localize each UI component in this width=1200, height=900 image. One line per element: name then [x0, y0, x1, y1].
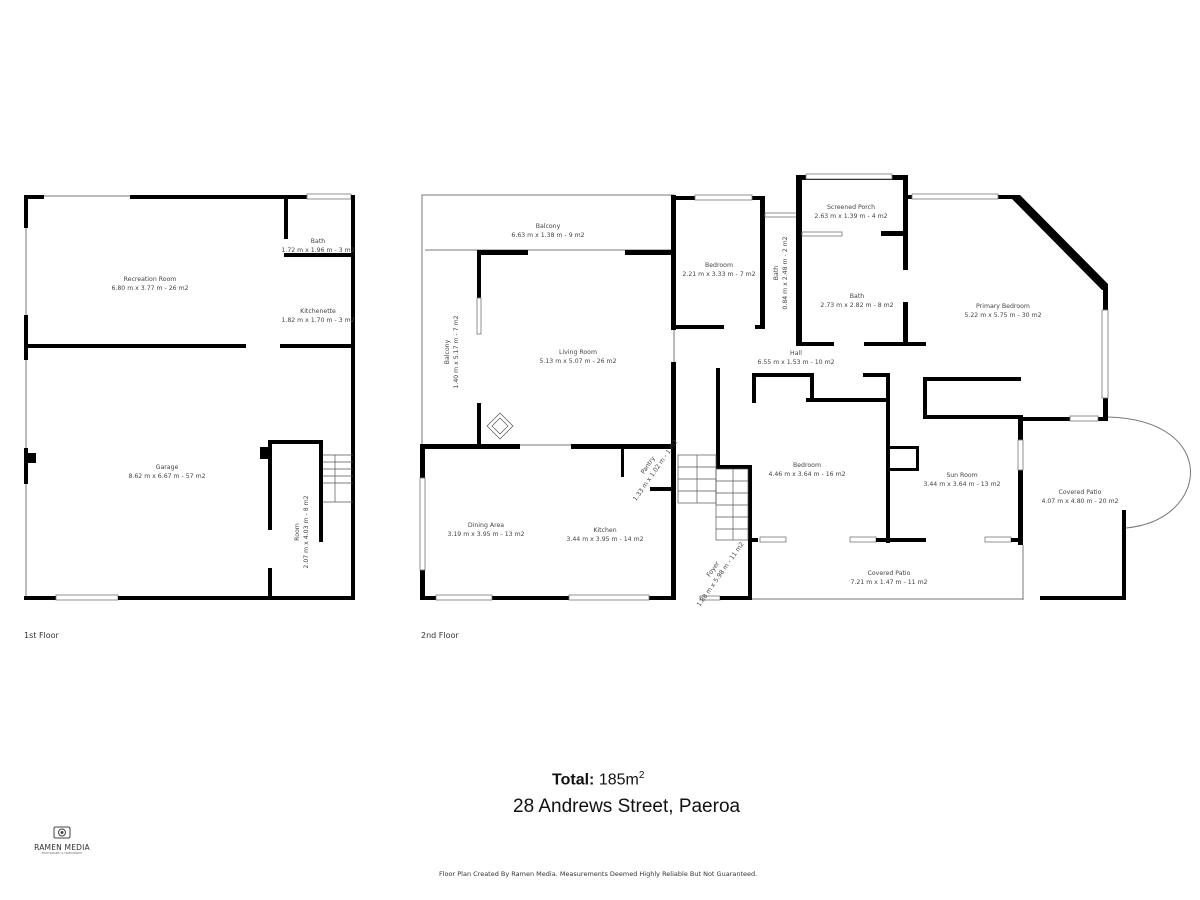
- total-value: 185m: [598, 771, 639, 789]
- camera-icon: [53, 826, 71, 839]
- room-name: Room: [294, 523, 301, 541]
- room-name: Recreation Room: [123, 276, 177, 283]
- room-label-primary-bedroom: Primary Bedroom 5.22 m x 5.75 m - 30 m2: [964, 302, 1041, 320]
- room-dimensions: 3.44 m x 3.95 m - 14 m2: [566, 536, 644, 543]
- room-dimensions: 7.21 m x 1.47 m - 11 m2: [850, 579, 928, 586]
- room-name: Bedroom: [704, 262, 733, 269]
- room-dimensions: 2.07 m x 4.03 m - 8 m2: [303, 495, 310, 569]
- fireplace-icon: [486, 412, 514, 440]
- floor-label-2nd: 2nd Floor: [421, 631, 459, 640]
- room-name: Living Room: [559, 349, 597, 356]
- room-name: Garage: [155, 464, 179, 471]
- room-name: Kitchenette: [300, 308, 336, 315]
- room-label-dining-area: Dining Area 3.19 m x 3.95 m - 13 m2: [447, 521, 524, 539]
- room-dimensions: 6.80 m x 3.77 m - 26 m2: [111, 285, 189, 292]
- logo-tagline: PHOTOGRAPHY & VIDEOGRAPHY: [41, 852, 83, 855]
- ramen-media-logo: RAMEN MEDIA PHOTOGRAPHY & VIDEOGRAPHY: [28, 824, 96, 855]
- room-dimensions: 8.62 m x 6.67 m - 57 m2: [128, 473, 206, 480]
- logo-name: RAMEN MEDIA: [34, 843, 90, 852]
- room-name: Primary Bedroom: [976, 303, 1030, 310]
- room-label-covered-patio-front: Covered Patio 7.21 m x 1.47 m - 11 m2: [850, 569, 927, 587]
- property-address: 28 Andrews Street, Paeroa: [513, 796, 741, 817]
- room-dimensions: 5.13 m x 5.07 m - 26 m2: [539, 358, 617, 365]
- room-name: Balcony: [535, 223, 561, 230]
- room-dimensions: 0.84 m x 2.48 m - 2 m2: [782, 236, 789, 310]
- room-dimensions: 1.40 m x 5.17 m - 7 m2: [453, 315, 460, 389]
- room-name: Hall: [790, 350, 802, 357]
- total-area: Total: 185m2: [552, 770, 644, 789]
- second-floor-walls: [419, 173, 1191, 601]
- room-label-sun-room: Sun Room 3.44 m x 3.64 m - 13 m2: [923, 471, 1000, 489]
- room-name: Balcony: [444, 339, 451, 365]
- room-dimensions: 1.72 m x 1.96 m - 3 m2: [281, 247, 355, 254]
- room-dimensions: 3.19 m x 3.95 m - 13 m2: [447, 531, 525, 538]
- room-label-recreation-room: Recreation Room 6.80 m x 3.77 m - 26 m2: [111, 275, 188, 293]
- floor-label-1st: 1st Floor: [24, 631, 59, 640]
- room-dimensions: 2.21 m x 3.33 m - 7 m2: [682, 271, 756, 278]
- room-name: Screened Porch: [826, 204, 876, 211]
- room-label-balcony-top: Balcony 6.63 m x 1.38 m - 9 m2: [511, 222, 584, 240]
- disclaimer-footer: Floor Plan Created By Ramen Media. Measu…: [439, 870, 758, 878]
- room-dimensions: 4.46 m x 3.64 m - 16 m2: [768, 471, 846, 478]
- total-unit-exponent: 2: [638, 770, 645, 781]
- room-label-kitchen: Kitchen 3.44 m x 3.95 m - 14 m2: [566, 526, 643, 544]
- first-floor-walls: [24, 193, 355, 601]
- room-label-kitchenette: Kitchenette 1.82 m x 1.70 m - 3 m2: [281, 307, 354, 325]
- room-name: Sun Room: [946, 472, 978, 479]
- room-label-bedroom-small: Bedroom 2.21 m x 3.33 m - 7 m2: [682, 261, 755, 279]
- room-dimensions: 6.63 m x 1.38 m - 9 m2: [511, 232, 585, 239]
- room-label-garage: Garage 8.62 m x 6.67 m - 57 m2: [128, 463, 205, 481]
- room-dimensions: 5.22 m x 5.75 m - 30 m2: [964, 312, 1042, 319]
- room-name: Bath: [849, 293, 865, 300]
- room-dimensions: 3.44 m x 3.64 m - 13 m2: [923, 481, 1001, 488]
- room-label-bath: Bath 2.73 m x 2.82 m - 8 m2: [820, 292, 893, 310]
- room-name: Bath: [773, 265, 780, 281]
- room-name: Dining Area: [467, 522, 505, 529]
- room-label-covered-patio-side: Covered Patio 4.07 m x 4.80 m - 20 m2: [1041, 488, 1118, 506]
- room-dimensions: 6.55 m x 1.53 m - 10 m2: [757, 359, 835, 366]
- room-name: Covered Patio: [1058, 489, 1102, 496]
- room-name: Bath: [310, 238, 326, 245]
- room-name: Covered Patio: [867, 570, 911, 577]
- room-label-bath: Bath 1.72 m x 1.96 m - 3 m2: [281, 237, 354, 255]
- stairs: [677, 454, 749, 541]
- room-dimensions: 2.63 m x 1.39 m - 4 m2: [814, 213, 888, 220]
- room-label-bedroom: Bedroom 4.46 m x 3.64 m - 16 m2: [768, 461, 845, 479]
- room-dimensions: 1.82 m x 1.70 m - 3 m2: [281, 317, 355, 324]
- room-name: Bedroom: [792, 462, 821, 469]
- room-label-screened-porch: Screened Porch 2.63 m x 1.39 m - 4 m2: [814, 203, 887, 221]
- room-dimensions: 2.73 m x 2.82 m - 8 m2: [820, 302, 894, 309]
- room-dimensions: 4.07 m x 4.80 m - 20 m2: [1041, 498, 1119, 505]
- room-label-hall: Hall 6.55 m x 1.53 m - 10 m2: [757, 349, 834, 367]
- total-label: Total:: [552, 771, 595, 789]
- stairs: [323, 454, 353, 503]
- room-name: Kitchen: [593, 527, 617, 534]
- room-label-living-room: Living Room 5.13 m x 5.07 m - 26 m2: [539, 348, 616, 366]
